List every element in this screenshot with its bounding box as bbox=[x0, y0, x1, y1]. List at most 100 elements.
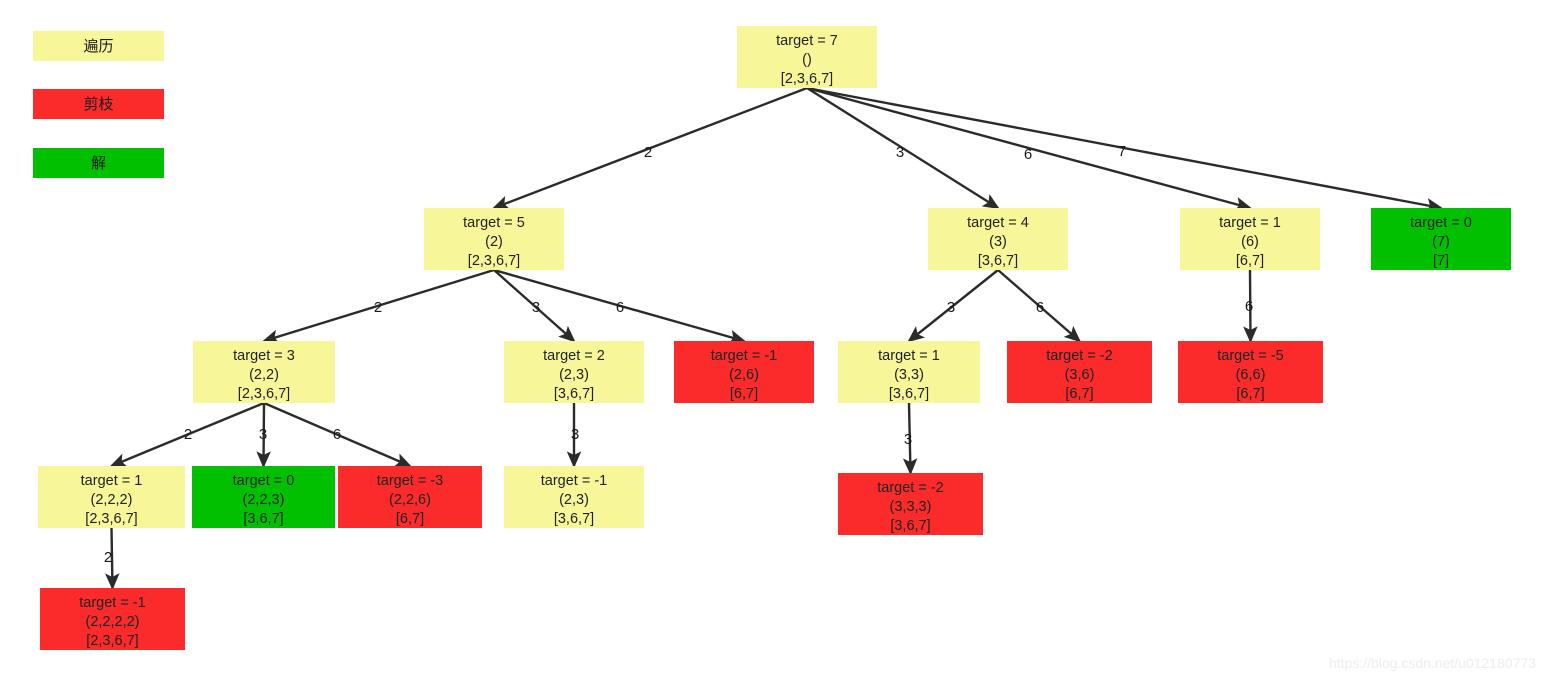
legend-traverse-label: 遍历 bbox=[83, 38, 113, 55]
node-box bbox=[674, 341, 814, 403]
tree-edge-n1-n5: 2 bbox=[261, 268, 495, 344]
legend-traverse: 遍历 bbox=[33, 31, 164, 61]
node-candidates-label: [3,6,7] bbox=[889, 386, 929, 402]
edge-line bbox=[493, 268, 747, 344]
tree-node-n12: target = 0(2,2,3)[3,6,7] bbox=[192, 466, 335, 528]
tree-edge-n2-n9: 6 bbox=[997, 269, 1082, 343]
node-target-label: target = 2 bbox=[543, 348, 605, 364]
node-target-label: target = 5 bbox=[463, 215, 525, 231]
edge-line bbox=[104, 527, 120, 591]
node-path-label: (2,2) bbox=[249, 367, 279, 383]
node-target-label: target = -1 bbox=[541, 473, 608, 489]
node-target-label: target = -1 bbox=[711, 348, 778, 364]
node-box bbox=[737, 26, 877, 88]
tree-edge-n0-n1: 2 bbox=[492, 86, 808, 210]
node-target-label: target = -2 bbox=[1046, 348, 1113, 364]
legend-prune-swatch bbox=[33, 89, 164, 119]
node-box bbox=[1178, 341, 1323, 403]
edge-weight-label: 7 bbox=[1118, 143, 1126, 160]
tree-edge-n5-n11: 2 bbox=[109, 401, 265, 468]
edge-weight-label: 6 bbox=[616, 299, 624, 316]
node-candidates-label: [3,6,7] bbox=[890, 518, 930, 534]
edge-line bbox=[1243, 269, 1258, 344]
tree-node-n2: target = 4(3)[3,6,7] bbox=[928, 208, 1068, 270]
edge-line bbox=[806, 86, 1253, 212]
node-box bbox=[38, 466, 185, 528]
node-path-label: (2) bbox=[485, 234, 503, 250]
edge-line bbox=[493, 269, 576, 343]
edge-weight-label: 3 bbox=[571, 426, 579, 443]
tree-edge-n8-n15: 3 bbox=[902, 402, 918, 476]
edge-weight-label: 2 bbox=[184, 426, 192, 443]
node-path-label: (2,2,2,2) bbox=[86, 614, 140, 630]
tree-node-n6: target = 2(2,3)[3,6,7] bbox=[504, 341, 644, 403]
tree-node-n0: target = 7()[2,3,6,7] bbox=[737, 26, 877, 88]
node-candidates-label: [3,6,7] bbox=[554, 386, 594, 402]
edge-weight-label: 2 bbox=[644, 144, 652, 161]
edge-weight-label: 3 bbox=[947, 299, 955, 316]
tree-node-n13: target = -3 (2,2,6) [6,7] bbox=[338, 466, 482, 528]
tree-node-n14: target = -1 (2,3) [3,6,7] bbox=[504, 466, 644, 528]
node-candidates-label: [6,7] bbox=[396, 511, 424, 527]
node-candidates-label: [6,7] bbox=[1065, 386, 1093, 402]
legend-solution-swatch bbox=[33, 148, 164, 178]
node-path-label: (2,2,6) bbox=[389, 492, 431, 508]
node-box bbox=[504, 341, 644, 403]
node-candidates-label: [3,6,7] bbox=[243, 511, 283, 527]
tree-edge-n2-n8: 3 bbox=[907, 269, 999, 343]
node-target-label: target = 1 bbox=[81, 473, 143, 489]
node-box bbox=[424, 208, 564, 270]
node-candidates-label: [6,7] bbox=[730, 386, 758, 402]
node-box bbox=[838, 341, 980, 403]
node-path-label: (3,3,3) bbox=[890, 499, 932, 515]
node-target-label: target = -3 bbox=[377, 473, 444, 489]
node-path-label: (6) bbox=[1241, 234, 1259, 250]
edge-weight-label: 6 bbox=[1024, 146, 1032, 163]
tree-node-n5: target = 3(2,2)[2,3,6,7] bbox=[193, 341, 335, 403]
node-path-label: (6,6) bbox=[1236, 367, 1266, 383]
node-target-label: target = -1 bbox=[79, 595, 146, 611]
legend-prune-label: 剪枝 bbox=[83, 96, 113, 113]
node-path-label: (2,2,3) bbox=[243, 492, 285, 508]
node-layer: target = 7()[2,3,6,7] target = 5 (2) [2,3,6… bbox=[38, 26, 1511, 650]
node-box bbox=[193, 341, 335, 403]
node-candidates-label: [3,6,7] bbox=[978, 253, 1018, 269]
node-path-label: (2,2,2) bbox=[91, 492, 133, 508]
tree-edge-n5-n12: 3 bbox=[256, 402, 271, 469]
edge-weight-label: 3 bbox=[904, 431, 912, 448]
node-target-label: target = 4 bbox=[967, 215, 1029, 231]
node-target-label: target = 0 bbox=[1410, 215, 1472, 231]
edge-weight-label: 6 bbox=[1036, 299, 1044, 316]
edge-line bbox=[256, 402, 271, 469]
legend-solution-label: 解 bbox=[91, 155, 106, 172]
tree-node-n9: target = -2(3,6)[6,7] bbox=[1007, 341, 1152, 403]
node-candidates-label: [2,3,6,7] bbox=[86, 633, 138, 649]
tree-node-n16: target = -1 (2,2,2,2) [2,3,6,7] bbox=[40, 588, 185, 650]
node-target-label: target = 3 bbox=[233, 348, 295, 364]
edge-line bbox=[263, 401, 412, 468]
node-target-label: target = -5 bbox=[1217, 348, 1284, 364]
node-candidates-label: [7] bbox=[1433, 253, 1449, 269]
tree-node-n7: target = -1 (2,6) [6,7] bbox=[674, 341, 814, 403]
node-path-label: (2,3) bbox=[559, 492, 589, 508]
node-candidates-label: [6,7] bbox=[1236, 386, 1264, 402]
node-box bbox=[1007, 341, 1152, 403]
node-candidates-label: [3,6,7] bbox=[554, 511, 594, 527]
tree-edge-n0-n4: 7 bbox=[806, 86, 1444, 213]
edge-line bbox=[902, 402, 918, 476]
tree-node-n1: target = 5(2)[2,3,6,7] bbox=[424, 208, 564, 270]
edge-line bbox=[806, 86, 1000, 210]
node-path-label: (3,3) bbox=[894, 367, 924, 383]
node-path-label: (2,6) bbox=[729, 367, 759, 383]
edge-line bbox=[907, 269, 999, 343]
node-box bbox=[192, 466, 335, 528]
edge-weight-label: 3 bbox=[532, 299, 540, 316]
edge-weight-label: 6 bbox=[1245, 298, 1253, 315]
node-target-label: target = 1 bbox=[1219, 215, 1281, 231]
tree-node-n4: target = 0(7)[7] bbox=[1371, 208, 1511, 270]
node-box bbox=[838, 473, 983, 535]
tree-edge-n6-n14: 3 bbox=[566, 403, 582, 469]
